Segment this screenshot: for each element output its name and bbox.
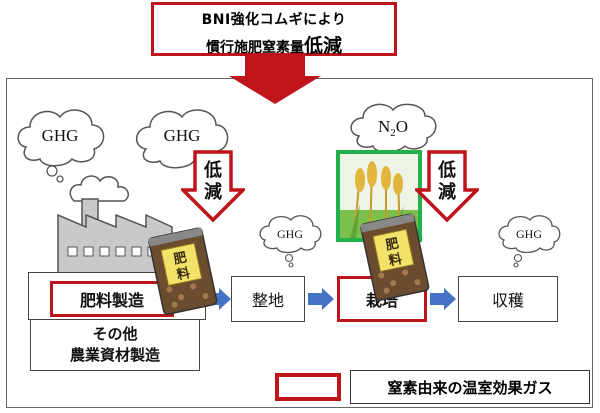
fertilizer-bag-1: 肥 料	[148, 227, 218, 315]
fertilizer-manufacturing-label: 肥料製造	[79, 291, 144, 310]
land-preparation-label: 整地	[251, 291, 284, 310]
title-line-2: 慣行施肥窒素量低減	[154, 31, 394, 58]
n2o-cloud: N2O	[350, 103, 437, 153]
ghg-cloud-1-label: GHG	[42, 126, 79, 145]
flow-arrow-3	[430, 288, 456, 310]
bag-1-char-2: 料	[175, 265, 191, 283]
main-down-arrow	[229, 52, 321, 104]
title-line-2-emphasis: 低減	[303, 35, 342, 57]
bag-1-char-1: 肥	[172, 249, 188, 267]
bag-2-char-2: 料	[387, 251, 403, 269]
n2o-base: N	[378, 117, 390, 136]
legend-label-box: 窒素由来の温室効果ガス	[350, 370, 590, 404]
reduction-arrow-left: 低 減	[181, 150, 245, 222]
ghg-small-1-label: GHG	[277, 227, 303, 241]
bag-2-char-1: 肥	[384, 235, 400, 253]
ghg-cloud-small-2: GHG	[498, 215, 561, 268]
legend-red-swatch	[275, 373, 341, 401]
legend-label: 窒素由来の温室効果ガス	[387, 378, 553, 397]
n2o-label: N2O	[378, 117, 408, 139]
ghg-cloud-1: GHG	[17, 109, 105, 183]
title-line-2-prefix: 慣行施肥窒素量	[205, 40, 304, 56]
reduction-right-char-2: 減	[438, 181, 456, 203]
land-preparation-box: 整地	[231, 276, 305, 322]
harvest-label: 収穫	[491, 291, 524, 310]
reduction-right-char-1: 低	[437, 159, 456, 181]
other-materials-line-2: 農業資材製造	[69, 346, 160, 364]
reduction-arrow-right: 低 減	[415, 150, 479, 222]
fertilizer-bag-2: 肥 料	[360, 213, 430, 301]
n2o-tail: O	[396, 117, 408, 136]
other-materials-line-1: その他	[92, 325, 138, 343]
title-box: BNI強化コムギにより 慣行施肥窒素量低減	[151, 2, 397, 58]
harvest-box: 収穫	[458, 276, 558, 322]
fertilizer-manufacturing-box: 肥料製造	[50, 281, 174, 317]
ghg-small-2-label: GHG	[516, 227, 542, 241]
other-materials-box: その他 農業資材製造	[30, 319, 200, 371]
n2o-subscript: 2	[390, 127, 396, 139]
reduction-left-char-2: 減	[204, 181, 222, 203]
flow-arrow-2	[308, 288, 334, 310]
ghg-cloud-2-label: GHG	[164, 126, 201, 145]
reduction-left-char-1: 低	[203, 159, 222, 181]
title-line-1: BNI強化コムギにより	[201, 12, 347, 28]
ghg-cloud-small-1: GHG	[259, 215, 322, 268]
